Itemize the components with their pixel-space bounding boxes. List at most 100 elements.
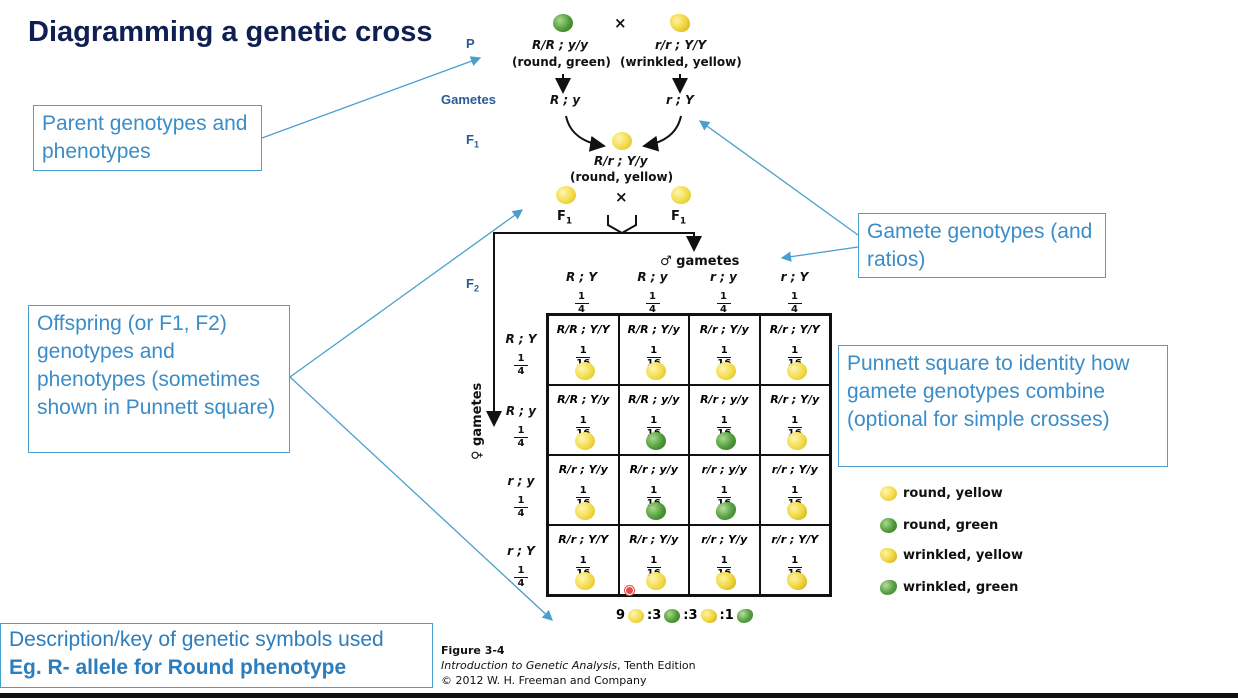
yellow-round-pea-icon xyxy=(575,432,595,450)
column-header-genotype: R ; y xyxy=(637,270,668,284)
key-label: round, green xyxy=(903,518,999,533)
punnett-cell: r/r ; y/y116 xyxy=(689,455,760,525)
green-round-pea-icon xyxy=(664,608,681,623)
punnett-square: R/R ; Y/Y116R/R ; Y/y116R/r ; Y/y116R/r … xyxy=(546,313,832,597)
caption-figure-number: Figure 3-4 xyxy=(441,644,505,657)
yellow-round-pea-icon xyxy=(628,608,645,623)
ratio-number: :3 xyxy=(647,608,662,623)
yellow-round-pea-icon xyxy=(671,186,691,204)
caption-copyright: © 2012 W. H. Freeman and Company xyxy=(441,674,647,687)
cell-genotype: R/R ; y/y xyxy=(628,393,680,406)
parent2-phenotype: (wrinkled, yellow) xyxy=(620,55,742,69)
yellow-wrinkled-pea-icon xyxy=(716,572,736,590)
punnett-cell: r/r ; Y/y116 xyxy=(689,525,760,595)
cell-genotype: R/r ; Y/Y xyxy=(769,323,820,336)
f1-right-label: F1 xyxy=(671,209,687,227)
offspring-connector-upper xyxy=(289,209,524,378)
yellow-wrinkled-pea-icon xyxy=(700,608,717,623)
row-header-genotype: R ; Y xyxy=(505,332,537,346)
punnett-cell: R/r ; y/y116 xyxy=(618,455,689,525)
yellow-wrinkled-pea-icon xyxy=(670,14,690,32)
punnett-cell: R/r ; Y/y116 xyxy=(689,315,760,385)
green-round-pea-icon xyxy=(880,518,897,533)
cell-genotype: R/R ; Y/y xyxy=(557,393,610,406)
yellow-round-pea-icon xyxy=(880,486,897,501)
green-wrinkled-pea-icon xyxy=(880,580,897,595)
slide-title: Diagramming a genetic cross xyxy=(28,16,433,48)
cell-genotype: R/r ; Y/y xyxy=(629,533,679,546)
key-label: round, yellow xyxy=(903,486,1003,501)
green-round-pea-icon xyxy=(645,432,666,450)
cell-genotype: r/r ; y/y xyxy=(701,463,747,476)
yellow-round-pea-icon xyxy=(786,362,807,380)
cell-genotype: R/r ; Y/y xyxy=(558,463,608,476)
punnett-cell: R/r ; Y/y116 xyxy=(759,385,830,455)
punnett-cell: R/R ; Y/y116 xyxy=(618,315,689,385)
gametes-label: Gametes xyxy=(441,92,496,107)
description-callout: Description/key of genetic symbols used … xyxy=(0,623,433,688)
column-header-genotype: r ; Y xyxy=(780,270,809,284)
cell-genotype: r/r ; Y/Y xyxy=(771,533,819,546)
punnett-cell: R/R ; Y/y116 xyxy=(548,385,619,455)
ratio-number: 9 xyxy=(616,608,626,623)
phenotype-ratio: 9 :3 :3 :1 xyxy=(616,608,753,623)
yellow-round-pea-icon xyxy=(575,572,595,590)
gamete-connector-upper xyxy=(698,120,859,236)
ratio-number: :1 xyxy=(719,608,734,623)
cell-genotype: R/R ; Y/y xyxy=(627,323,680,336)
cross-symbol: × xyxy=(615,188,628,206)
cell-genotype: R/R ; Y/Y xyxy=(556,323,610,336)
f2-label: F2 xyxy=(466,276,479,294)
yellow-wrinkled-pea-icon xyxy=(786,572,807,590)
parent1-genotype: R/R ; y/y xyxy=(532,38,589,52)
yellow-round-pea-icon xyxy=(575,362,595,380)
yellow-wrinkled-pea-icon xyxy=(786,502,807,520)
ratio-number: :3 xyxy=(683,608,698,623)
cell-genotype: R/r ; y/y xyxy=(629,463,678,476)
punnett-cell: R/r ; Y/y116 xyxy=(548,455,619,525)
punnett-cell: R/r ; Y/Y116 xyxy=(759,315,830,385)
female-gametes-label: ♀ gametes xyxy=(470,382,485,460)
green-round-pea-icon xyxy=(553,14,573,32)
yellow-round-pea-icon xyxy=(556,186,576,204)
green-wrinkled-pea-icon xyxy=(716,502,736,520)
key-label: wrinkled, green xyxy=(903,580,1019,595)
punnett-cell: R/R ; Y/Y116 xyxy=(548,315,619,385)
punnett-cell: R/R ; y/y116 xyxy=(618,385,689,455)
cell-genotype: r/r ; Y/y xyxy=(771,463,818,476)
key-item: round, green xyxy=(880,518,998,533)
parent-callout: Parent genotypes and phenotypes xyxy=(33,105,262,171)
yellow-round-pea-icon xyxy=(645,362,666,380)
f1-left-label: F1 xyxy=(557,209,573,227)
punnett-cell: r/r ; Y/y116 xyxy=(759,455,830,525)
yellow-round-pea-icon xyxy=(645,572,666,590)
f1-label: F1 xyxy=(466,132,479,150)
cell-genotype: R/r ; Y/Y xyxy=(558,533,609,546)
green-round-pea-icon xyxy=(716,432,736,450)
cursor-marker xyxy=(625,586,634,595)
bottom-bar xyxy=(0,693,1238,698)
figure-caption: Figure 3-4 Introduction to Genetic Analy… xyxy=(441,643,696,688)
row-header-genotype: R ; y xyxy=(505,404,537,418)
key-item: wrinkled, green xyxy=(880,580,1018,595)
yellow-round-pea-icon xyxy=(612,132,632,150)
description-line-2: Eg. R- allele for Round phenotype xyxy=(9,656,347,679)
male-gametes-label: ♂ gametes xyxy=(660,254,740,269)
parent-connector xyxy=(261,56,482,139)
cross-symbol: × xyxy=(614,14,627,32)
key-item: wrinkled, yellow xyxy=(880,548,1023,563)
yellow-round-pea-icon xyxy=(716,362,736,380)
gamete2: r ; Y xyxy=(666,93,694,107)
